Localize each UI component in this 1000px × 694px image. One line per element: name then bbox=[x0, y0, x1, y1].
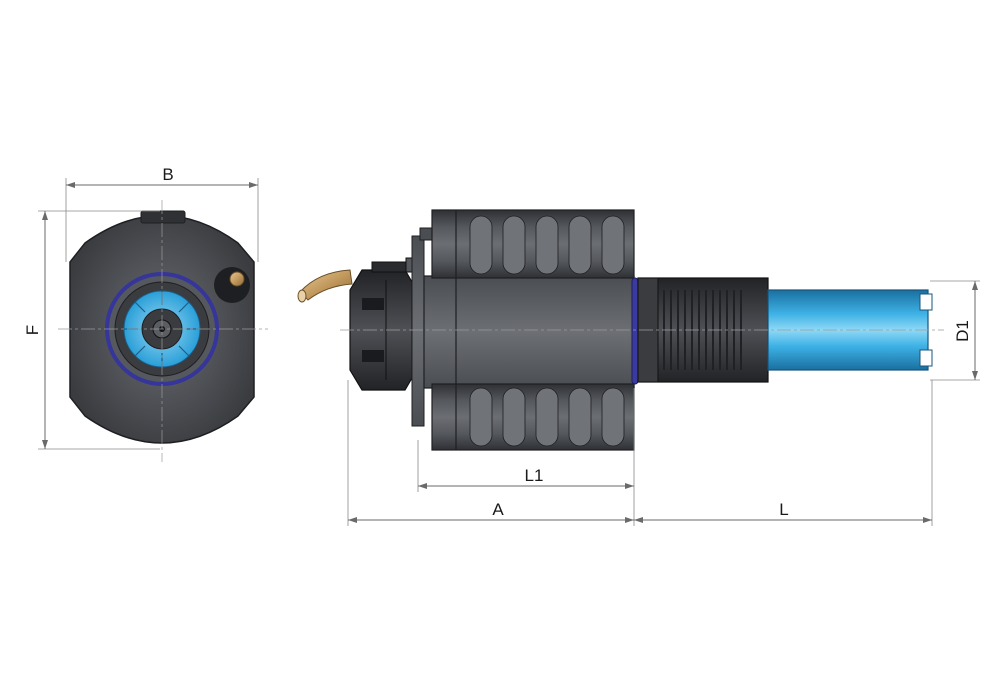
top-grooves bbox=[469, 215, 625, 275]
dimension-l: L bbox=[634, 380, 933, 526]
front-flange bbox=[411, 235, 425, 427]
coolant-pipe-tip bbox=[297, 289, 307, 303]
nut-top-flange bbox=[371, 261, 407, 273]
clamp-nut-slot-bottom bbox=[362, 350, 384, 362]
dimension-a: A bbox=[347, 380, 635, 526]
dimension-f: F bbox=[23, 210, 160, 450]
main-body-top-fins bbox=[431, 209, 635, 279]
dimension-b: B bbox=[65, 165, 259, 262]
shank-end-notch-top bbox=[919, 293, 933, 311]
coolant-pipe bbox=[299, 269, 353, 301]
dimension-l1: L1 bbox=[417, 388, 635, 492]
dimension-l1-label: L1 bbox=[525, 466, 544, 485]
rear-seal-ring bbox=[631, 277, 639, 385]
dimension-l-label: L bbox=[779, 500, 788, 519]
dimension-d1-label: D1 bbox=[953, 320, 972, 342]
bottom-grooves bbox=[469, 387, 625, 447]
front-coolant-nozzle bbox=[229, 271, 245, 287]
dimension-b-label: B bbox=[162, 165, 173, 184]
main-body-center bbox=[423, 275, 635, 389]
dimension-a-label: A bbox=[492, 500, 504, 519]
shank-end-notch-bottom bbox=[919, 349, 933, 367]
front-view-top-boss bbox=[140, 210, 186, 224]
front-coolant-port bbox=[214, 267, 250, 303]
front-view bbox=[58, 200, 268, 462]
dimension-d1: D1 bbox=[930, 280, 980, 381]
dimension-f-label: F bbox=[23, 325, 42, 335]
clamp-nut-slot-top bbox=[362, 298, 384, 310]
side-view bbox=[297, 209, 944, 451]
main-body-bottom-fins bbox=[431, 383, 635, 451]
